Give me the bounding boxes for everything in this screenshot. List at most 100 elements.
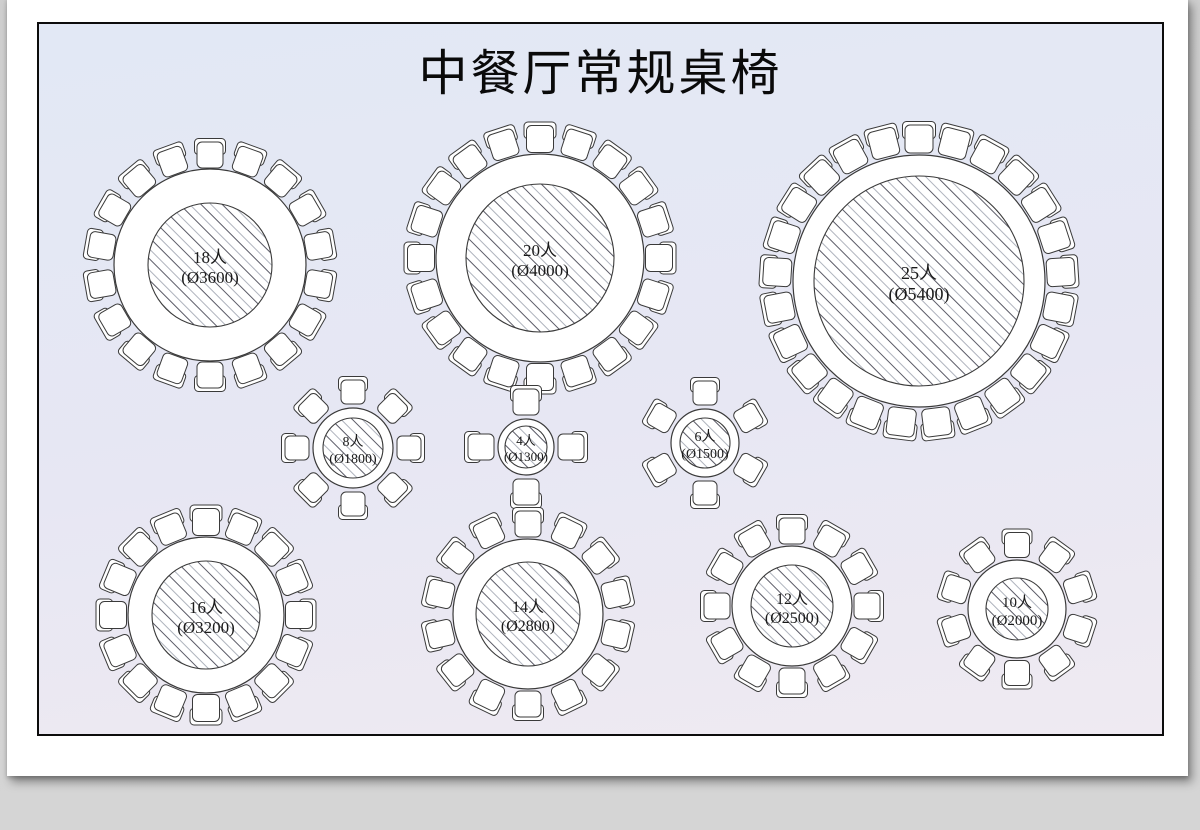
table-capacity-label: 20人 [523, 241, 557, 260]
chair-icon [338, 491, 368, 520]
chair-icon [762, 216, 801, 254]
chair-icon [263, 159, 303, 198]
chair-icon [468, 512, 506, 550]
chair-icon [510, 478, 542, 509]
chair-icon [152, 352, 189, 389]
chair-icon [1038, 536, 1076, 574]
chair-icon [592, 336, 632, 377]
chair-icon [705, 627, 744, 665]
table-18ren: 18人(Ø3600) [82, 138, 338, 392]
chair-icon [600, 575, 635, 610]
chair-icon [303, 269, 338, 303]
chair-icon [1001, 660, 1033, 690]
table-8ren: 8人 (Ø1800) [281, 376, 425, 520]
chair-icon [936, 570, 972, 605]
chair-icon [813, 519, 851, 558]
table-20ren: 20人(Ø4000) [403, 121, 677, 395]
chair-icon [557, 431, 588, 463]
table-diameter-label: (Ø3600) [181, 268, 239, 287]
chair-icon [786, 353, 828, 395]
table-turntable [147, 202, 273, 328]
chair-icon [275, 633, 314, 672]
table-25ren: 25人(Ø5400) [758, 121, 1080, 442]
table-diameter-label: (Ø1800) [329, 452, 377, 467]
chair-icon [512, 507, 544, 538]
chair-icon [436, 536, 475, 575]
chair-icon [93, 303, 132, 341]
chair-icon [1001, 528, 1033, 558]
floorplan-svg: 18人(Ø3600) 20人(Ø4000) 25人(Ø5400) 8人 (Ø1800) 4… [82, 121, 1098, 726]
chair-icon [733, 654, 771, 693]
chair-icon [224, 684, 263, 723]
table-turntable [813, 175, 1025, 387]
chair-icon [288, 189, 327, 227]
chair-icon [592, 139, 632, 180]
chair-icon [117, 159, 157, 198]
chair-icon [254, 527, 294, 567]
chair-icon [254, 663, 294, 703]
chair-icon [93, 189, 132, 227]
chair-icon [1062, 613, 1098, 648]
chair-icon [645, 241, 677, 275]
chair-icon [759, 291, 796, 327]
chair-icon [464, 431, 495, 463]
table-capacity-label: 12人 [776, 590, 808, 608]
chair-icon [937, 122, 975, 160]
chair-icon [275, 558, 314, 597]
table-turntable [985, 577, 1049, 641]
chair-icon [377, 472, 413, 508]
table-10ren: 10人(Ø2000) [936, 528, 1098, 690]
chair-icon [281, 433, 310, 463]
table-capacity-label: 8人 [343, 434, 364, 450]
chair-icon [152, 141, 189, 178]
chair-icon [705, 547, 744, 585]
chair-icon [1010, 353, 1052, 395]
chair-icon [98, 633, 137, 672]
table-diameter-label: (Ø1300) [504, 449, 548, 464]
chair-icon [338, 376, 368, 405]
chair-icon [1062, 570, 1098, 605]
table-capacity-label: 18人 [193, 248, 227, 267]
chair-icon [512, 690, 544, 721]
chair-icon [550, 678, 588, 716]
chair-icon [936, 613, 972, 648]
chair-icon [840, 627, 879, 665]
chair-icon [641, 452, 677, 488]
table-capacity-label: 4人 [516, 433, 536, 448]
chair-icon [636, 278, 674, 315]
table-turntable [750, 564, 834, 648]
table-turntable [679, 417, 731, 469]
chair-icon [920, 406, 956, 442]
chair-icon [958, 536, 996, 574]
table-turntable [504, 425, 548, 469]
chair-icon [618, 166, 659, 206]
chair-icon [733, 398, 769, 434]
chair-icon [600, 618, 635, 653]
table-diameter-label: (Ø1500) [681, 447, 729, 462]
table-diameter-label: (Ø5400) [889, 284, 950, 305]
chair-icon [118, 527, 158, 567]
chair-icon [984, 377, 1026, 419]
chair-icon [560, 354, 597, 392]
chair-icon [377, 388, 413, 424]
chair-icon [581, 536, 620, 575]
chair-icon [303, 227, 338, 261]
table-capacity-label: 25人 [901, 263, 937, 283]
table-capacity-label: 14人 [512, 598, 544, 616]
chair-icon [406, 201, 444, 238]
table-turntable [322, 417, 384, 479]
chair-icon [776, 667, 808, 698]
chair-icon [510, 385, 542, 416]
chair-icon [149, 684, 188, 723]
chair-icon [902, 121, 936, 154]
chair-icon [468, 678, 506, 716]
table-12ren: 12人(Ø2500) [700, 514, 884, 698]
chair-icon [768, 323, 808, 364]
table-diameter-label: (Ø2800) [501, 618, 555, 635]
drawing-sheet: 中餐厅常规桌椅 18人(Ø3600)20人(Ø4000)25人(Ø5400)8人… [7, 0, 1188, 776]
table-turntable [465, 183, 615, 333]
chair-icon [189, 504, 223, 536]
table-6ren: 6人(Ø1500) [641, 377, 769, 509]
table-capacity-label: 16人 [189, 598, 223, 617]
chair-icon [758, 254, 793, 289]
